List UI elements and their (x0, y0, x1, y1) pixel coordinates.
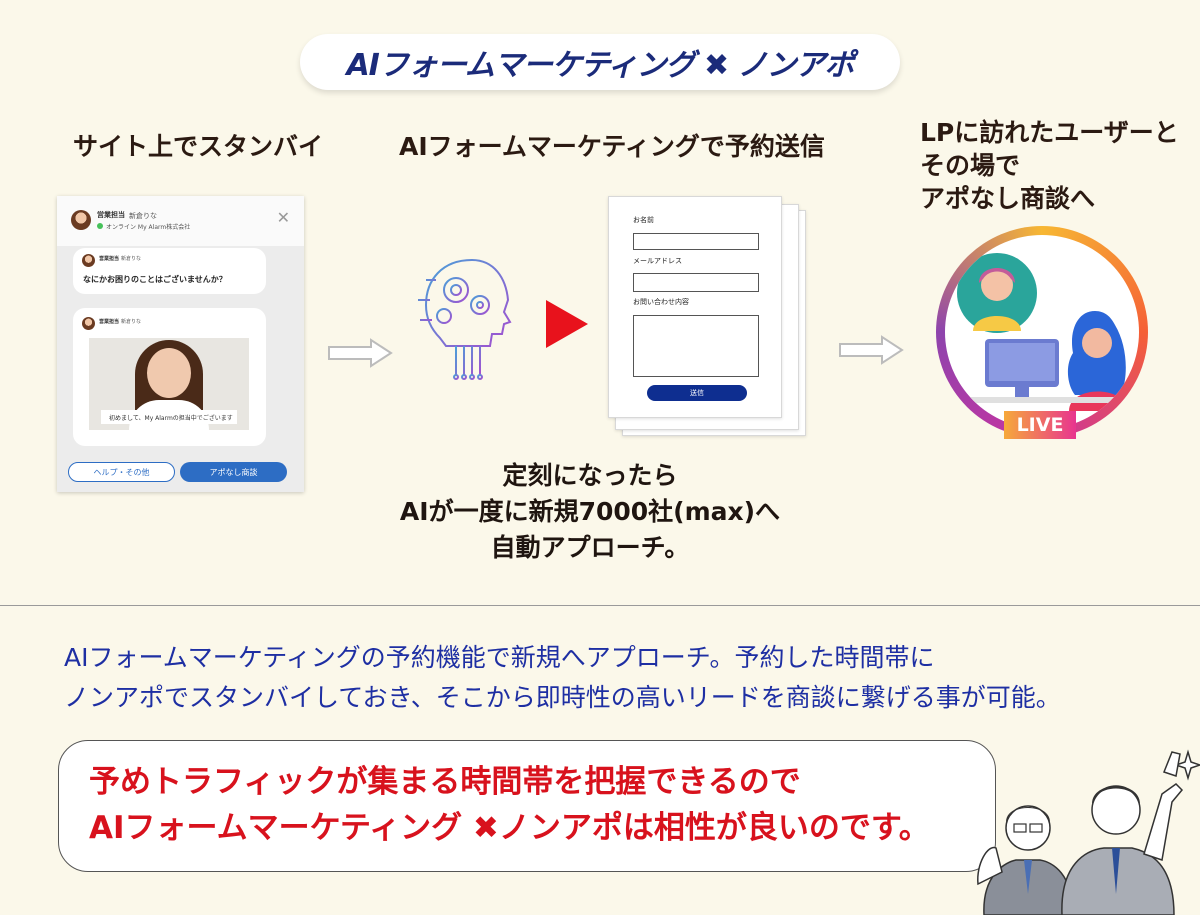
callout-box: 予めトラフィックが集まる時間帯を把握できるので AIフォームマーケティング ✖ノ… (58, 740, 996, 872)
email-field[interactable] (633, 273, 759, 292)
center-message: 定刻になったら AIが一度に新規7000社(max)へ 自動アプローチ。 (340, 458, 840, 566)
help-button[interactable]: ヘルプ・その他 (68, 462, 175, 482)
submit-button[interactable]: 送信 (647, 385, 747, 401)
step3-label-line1: LPに訪れたユーザーと (920, 118, 1179, 147)
arrow-right-icon (328, 338, 393, 368)
video-call-illustration (957, 253, 1127, 411)
callout-line1: 予めトラフィックが集まる時間帯を把握できるので (89, 764, 801, 800)
step2-label: AIフォームマーケティングで予約送信 (399, 132, 825, 161)
step1-label: サイト上でスタンバイ (73, 132, 324, 161)
chat-widget: 営業担当 新倉りな オンライン My Alarm株式会社 ✕ 営業担当 新倉りな… (57, 196, 304, 492)
chat-bubble-message: 営業担当 新倉りな なにかお困りのことはございませんか？ (73, 248, 266, 294)
callout-line2: AIフォームマーケティング ✖ノンアポは相性が良いのです。 (89, 810, 930, 846)
agent-role: 営業担当 (99, 319, 120, 325)
description: AIフォームマーケティングの予約機能で新規へアプローチ。予約した時間帯に ノンア… (64, 638, 1184, 718)
agent-role: 営業担当 (97, 211, 125, 219)
video-caption: 初めまして、My Alarmの担当中でございます (101, 410, 237, 424)
online-status-icon (97, 223, 103, 229)
agent-name: 新倉りな (121, 256, 142, 262)
page-title: AIフォームマーケティング ✖ ノンアポ (300, 34, 900, 90)
step3-label-line2: その場で (920, 151, 1021, 180)
inquiry-textarea[interactable] (633, 315, 759, 377)
step3-label-line3: アポなし商談へ (920, 184, 1096, 213)
center-message-line2: AIが一度に新規7000社(max)へ (399, 497, 781, 526)
agent-name: 新倉りな (129, 212, 157, 220)
inquiry-label: お問い合わせ内容 (633, 298, 689, 306)
play-arrow-icon (546, 300, 588, 348)
name-label: お名前 (633, 216, 654, 224)
chat-header: 営業担当 新倉りな オンライン My Alarm株式会社 ✕ (57, 196, 304, 246)
video-face (147, 348, 191, 398)
live-call-inner (945, 235, 1139, 429)
live-call-illustration (936, 226, 1148, 438)
callout-text: 予めトラフィックが集まる時間帯を把握できるので AIフォームマーケティング ✖ノ… (89, 759, 930, 851)
center-message-line1: 定刻になったら (502, 461, 678, 490)
agent-avatar (82, 254, 95, 267)
arrow-right-icon (839, 335, 904, 365)
chat-bubble-video: 営業担当 新倉りな 初めまして、My Alarmの担当中でございます (73, 308, 266, 446)
agent-avatar (82, 317, 95, 330)
agent-status: オンライン My Alarm株式会社 (106, 224, 191, 231)
sparkle-icon (1173, 749, 1200, 781)
email-label: メールアドレス (633, 257, 682, 265)
center-message-line3: 自動アプローチ。 (490, 533, 690, 562)
section-divider (0, 605, 1200, 606)
close-icon[interactable]: ✕ (276, 208, 290, 227)
agent-video[interactable]: 初めまして、My Alarmの担当中でございます (89, 338, 249, 430)
description-line1: AIフォームマーケティングの予約機能で新規へアプローチ。予約した時間帯に (64, 643, 935, 672)
businessmen-illustration (977, 749, 1200, 915)
agent-avatar (71, 210, 91, 230)
agent-name: 新倉りな (121, 319, 142, 325)
chat-message: なにかお困りのことはございませんか？ (83, 275, 227, 284)
contact-form: お名前 メールアドレス お問い合わせ内容 送信 (608, 196, 782, 418)
agent-role: 営業担当 (99, 256, 120, 262)
live-badge: LIVE (1004, 411, 1076, 439)
description-line2: ノンアポでスタンバイしておき、そこから即時性の高いリードを商談に繋げる事が可能。 (64, 683, 1061, 712)
ai-head-icon (418, 258, 512, 380)
name-field[interactable] (633, 233, 759, 250)
step3-label: LPに訪れたユーザーと その場で アポなし商談へ (920, 116, 1179, 215)
apo-nashi-button[interactable]: アポなし商談 (180, 462, 287, 482)
